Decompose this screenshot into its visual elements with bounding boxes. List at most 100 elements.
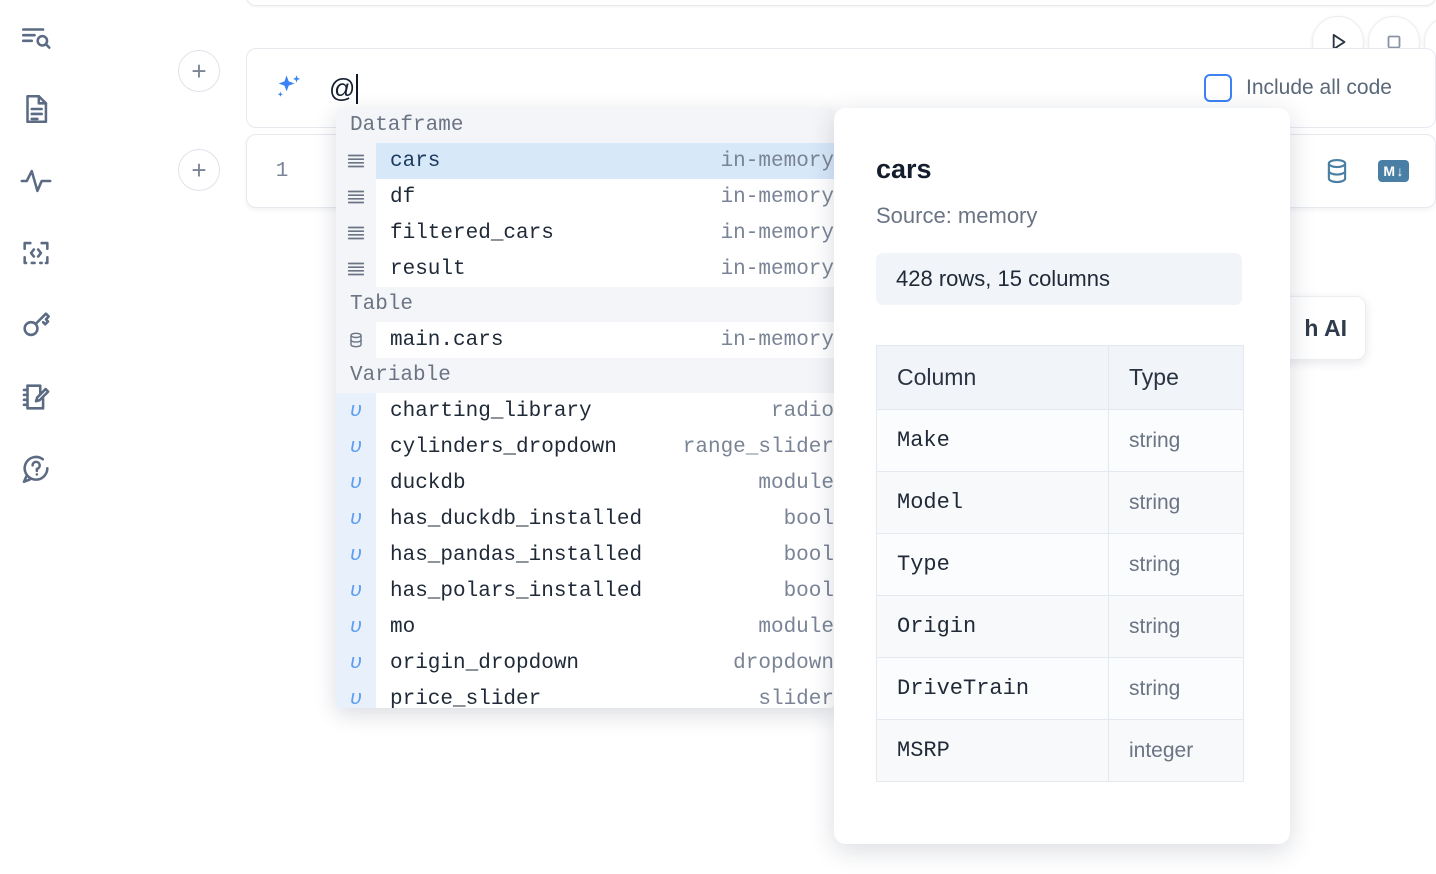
variable-icon: υ (336, 429, 376, 465)
autocomplete-item-name: result (390, 257, 466, 281)
autocomplete-item[interactable]: υ origin_dropdown dropdown (336, 645, 834, 681)
schema-column-name: Make (876, 409, 1109, 472)
autocomplete-item-type: module (758, 471, 834, 495)
schema-column-type: string (1108, 533, 1244, 596)
autocomplete-item-type: bool (783, 507, 834, 531)
autocomplete-item-type: range_slider (682, 435, 834, 459)
add-cell-button-bottom[interactable]: + (178, 149, 220, 191)
variable-icon: υ (336, 609, 376, 645)
key-icon[interactable] (12, 301, 60, 349)
table-icon (336, 322, 376, 358)
variable-icon: υ (336, 645, 376, 681)
info-shape-badge: 428 rows, 15 columns (876, 253, 1242, 305)
autocomplete-item-type: in-memory (720, 328, 834, 352)
schema-type-header: Type (1108, 345, 1244, 410)
autocomplete-item[interactable]: main.cars in-memory (336, 322, 834, 358)
variable-icon: υ (336, 393, 376, 429)
play-icon (1332, 34, 1346, 50)
schema-column-type: string (1108, 657, 1244, 720)
autocomplete-item[interactable]: υ charting_library radio (336, 393, 834, 429)
schema-column-type: string (1108, 409, 1244, 472)
autocomplete-item-type: slider (758, 687, 834, 709)
markdown-icon[interactable]: M ↓ (1378, 160, 1409, 182)
autocomplete-item-type: bool (783, 579, 834, 603)
autocomplete-item[interactable]: υ cylinders_dropdown range_slider (336, 429, 834, 465)
schema-table-header-row: Column Type (876, 345, 1244, 410)
autocomplete-item-body: cylinders_dropdown range_slider (376, 429, 834, 465)
autocomplete-item-type: in-memory (720, 149, 834, 173)
database-icon[interactable] (1322, 156, 1352, 186)
download-arrow-icon: ↓ (1396, 163, 1404, 179)
autocomplete-item-name: cylinders_dropdown (390, 435, 617, 459)
activity-icon[interactable] (12, 157, 60, 205)
sparkle-icon (277, 75, 301, 97)
ai-prompt-input[interactable]: @ (329, 72, 359, 104)
file-icon[interactable] (12, 85, 60, 133)
autocomplete-item-type: in-memory (720, 185, 834, 209)
schema-column-header: Column (876, 345, 1109, 410)
autocomplete-item-name: origin_dropdown (390, 651, 580, 675)
include-all-code-checkbox[interactable] (1204, 74, 1232, 102)
autocomplete-item-name: price_slider (390, 687, 542, 709)
variable-icon: υ (336, 537, 376, 573)
schema-column-name: Origin (876, 595, 1109, 658)
autocomplete-item-name: has_pandas_installed (390, 543, 643, 567)
dataframe-icon (336, 143, 376, 179)
variable-icon: υ (336, 465, 376, 501)
autocomplete-item-type: bool (783, 543, 834, 567)
autocomplete-item-name: charting_library (390, 399, 592, 423)
dataframe-icon (336, 179, 376, 215)
explore-icon[interactable] (12, 14, 60, 62)
markdown-label: M (1383, 163, 1396, 179)
autocomplete-item[interactable]: υ has_pandas_installed bool (336, 537, 834, 573)
code-icon[interactable] (12, 229, 60, 277)
add-cell-button-top[interactable]: + (178, 50, 220, 92)
help-icon[interactable] (12, 445, 60, 493)
autocomplete-section-header: Dataframe (336, 108, 834, 143)
stop-icon (1387, 35, 1401, 49)
autocomplete-item[interactable]: cars in-memory (336, 143, 834, 179)
ai-prompt-value: @ (329, 72, 356, 103)
schema-column-name: Model (876, 471, 1109, 534)
left-icon-rail (0, 0, 72, 874)
autocomplete-item-type: dropdown (733, 651, 834, 675)
autocomplete-item-body: price_slider slider (376, 681, 834, 708)
plus-icon: + (191, 56, 207, 86)
autocomplete-item-type: radio (770, 399, 834, 423)
plus-icon: + (191, 155, 207, 185)
autocomplete-item-name: main.cars (390, 328, 504, 352)
cell-action-icons: M ↓ (1322, 135, 1409, 207)
include-all-code-label: Include all code (1246, 76, 1392, 99)
line-number: 1 (275, 159, 289, 183)
info-title: cars (876, 154, 932, 184)
notebook-icon[interactable] (12, 373, 60, 421)
autocomplete-item-type: module (758, 615, 834, 639)
schema-column-type: string (1108, 471, 1244, 534)
schema-column-name: DriveTrain (876, 657, 1109, 720)
schema-column-type: integer (1108, 719, 1244, 782)
schema-column-name: Type (876, 533, 1109, 596)
autocomplete-item-body: origin_dropdown dropdown (376, 645, 834, 681)
info-source: Source: memory (876, 203, 1038, 228)
autocomplete-item-name: cars (390, 149, 441, 173)
variable-icon: υ (336, 501, 376, 537)
